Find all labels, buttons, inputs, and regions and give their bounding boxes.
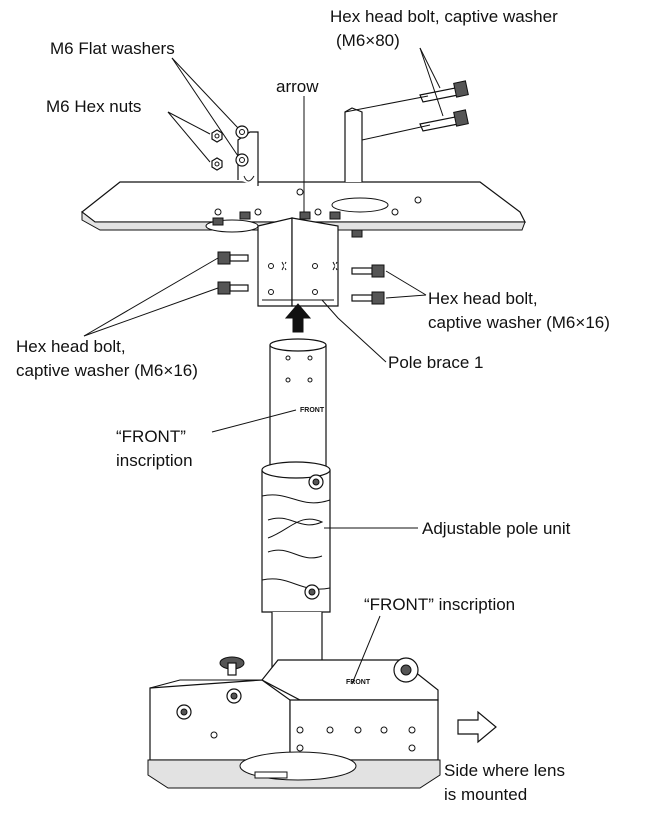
label-pole-brace-1: Pole brace 1 <box>388 353 483 372</box>
m6-hex-nuts <box>211 129 223 171</box>
lens-direction-arrow-icon <box>457 710 497 744</box>
label-front-inscription-lower: “FRONT” inscription <box>364 595 515 614</box>
pole-brace-1 <box>257 217 339 307</box>
plate-nuts <box>212 211 363 238</box>
label-hex-bolt-m6x16-right-2: captive washer (M6×16) <box>428 313 610 332</box>
label-hex-bolt-m6x16-right-1: Hex head bolt, <box>428 289 538 308</box>
label-hex-bolt-m6x80: Hex head bolt, captive washer <box>330 7 558 26</box>
label-arrow: arrow <box>276 77 319 96</box>
label-front-inscription-upper-2: inscription <box>116 451 193 470</box>
adjustable-pole-unit <box>261 338 331 669</box>
label-front-inscription-upper-1: “FRONT” <box>116 427 186 446</box>
label-hex-bolt-m6x80-size: (M6×80) <box>336 31 400 50</box>
label-hex-bolt-m6x16-left-1: Hex head bolt, <box>16 337 126 356</box>
hex-bolts-m6x80 <box>419 80 469 132</box>
leader-lines <box>83 47 444 685</box>
hex-bolts-m6x16-right <box>351 264 385 305</box>
base-front-inscription: FRONT <box>346 679 371 686</box>
label-adjustable-pole-unit: Adjustable pole unit <box>422 519 571 538</box>
label-hex-bolt-m6x16-left-2: captive washer (M6×16) <box>16 361 198 380</box>
label-lens-side-1: Side where lens <box>444 761 565 780</box>
label-lens-side-2: is mounted <box>444 785 527 804</box>
label-m6-flat-washers: M6 Flat washers <box>50 39 175 58</box>
hex-bolts-m6x16-left <box>217 251 249 295</box>
label-m6-hex-nuts: M6 Hex nuts <box>46 97 141 116</box>
ceiling-plate <box>81 107 526 233</box>
m6-flat-washers <box>235 125 249 167</box>
pole-front-inscription: FRONT <box>300 407 325 414</box>
projector-base-bracket <box>147 656 441 789</box>
insert-arrow-icon <box>284 303 312 333</box>
